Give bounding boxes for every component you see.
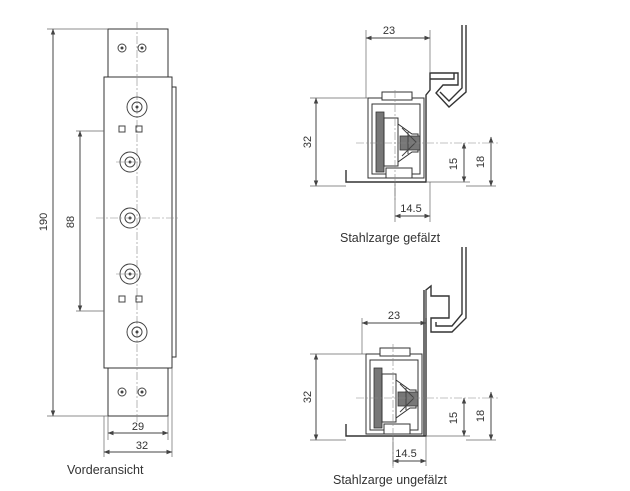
dimension-190: 190 bbox=[38, 28, 108, 417]
dimension-88: 88 bbox=[65, 130, 104, 312]
dim-32-bottom: 32 bbox=[302, 353, 366, 441]
dim-label-32: 32 bbox=[302, 391, 314, 403]
dim-15-top: 15 bbox=[426, 142, 470, 183]
dim-label-32: 32 bbox=[136, 440, 148, 452]
front-view: 190 88 29 32 Vorderansicht bbox=[38, 22, 178, 477]
caption-front-view: Vorderansicht bbox=[67, 463, 144, 477]
hole-crosshairs bbox=[96, 161, 178, 275]
screw-hole bbox=[126, 96, 148, 118]
tab-holes-top bbox=[117, 43, 147, 53]
dim-23-top: 23 bbox=[365, 25, 431, 98]
dim-label-14-5: 14.5 bbox=[400, 203, 421, 215]
strike-plate-body bbox=[103, 76, 173, 369]
dim-23-bottom: 23 bbox=[361, 290, 427, 354]
dim-label-32: 32 bbox=[302, 136, 314, 148]
dim-label-23: 23 bbox=[383, 25, 395, 37]
dimension-32: 32 bbox=[103, 368, 173, 457]
dim-label-15: 15 bbox=[448, 158, 460, 170]
dim-label-190: 190 bbox=[38, 213, 50, 231]
square-holes bbox=[118, 125, 143, 303]
dim-label-18: 18 bbox=[475, 156, 487, 168]
dim-32-top: 32 bbox=[302, 97, 368, 187]
dim-label-88: 88 bbox=[65, 216, 77, 228]
dimension-29: 29 bbox=[107, 416, 169, 440]
caption-ungefaelzt: Stahlzarge ungefälzt bbox=[333, 473, 447, 487]
dim-15-bottom: 15 bbox=[426, 397, 470, 437]
side-profile-strip bbox=[171, 86, 177, 358]
tab-holes-bottom bbox=[117, 387, 147, 397]
dim-18-top: 18 bbox=[466, 136, 496, 187]
section-view-gefaelzt: 23 32 15 18 14.5 Stahlzarge gefälzt bbox=[302, 25, 498, 245]
caption-gefaelzt: Stahlzarge gefälzt bbox=[340, 231, 441, 245]
screw-hole bbox=[126, 321, 148, 343]
dim-label-15: 15 bbox=[448, 412, 460, 424]
dim-14-5-bottom: 14.5 bbox=[392, 436, 427, 466]
top-mounting-tab bbox=[107, 28, 169, 78]
dim-14-5-top: 14.5 bbox=[394, 182, 431, 222]
dim-label-23: 23 bbox=[388, 310, 400, 322]
section-view-ungefaelzt: 23 32 15 18 14.5 Stahlzarge ungefälz bbox=[302, 247, 498, 487]
dim-label-18: 18 bbox=[475, 410, 487, 422]
dim-label-29: 29 bbox=[132, 421, 144, 433]
dim-label-14-5: 14.5 bbox=[395, 448, 416, 460]
dim-18-bottom: 18 bbox=[466, 391, 496, 441]
